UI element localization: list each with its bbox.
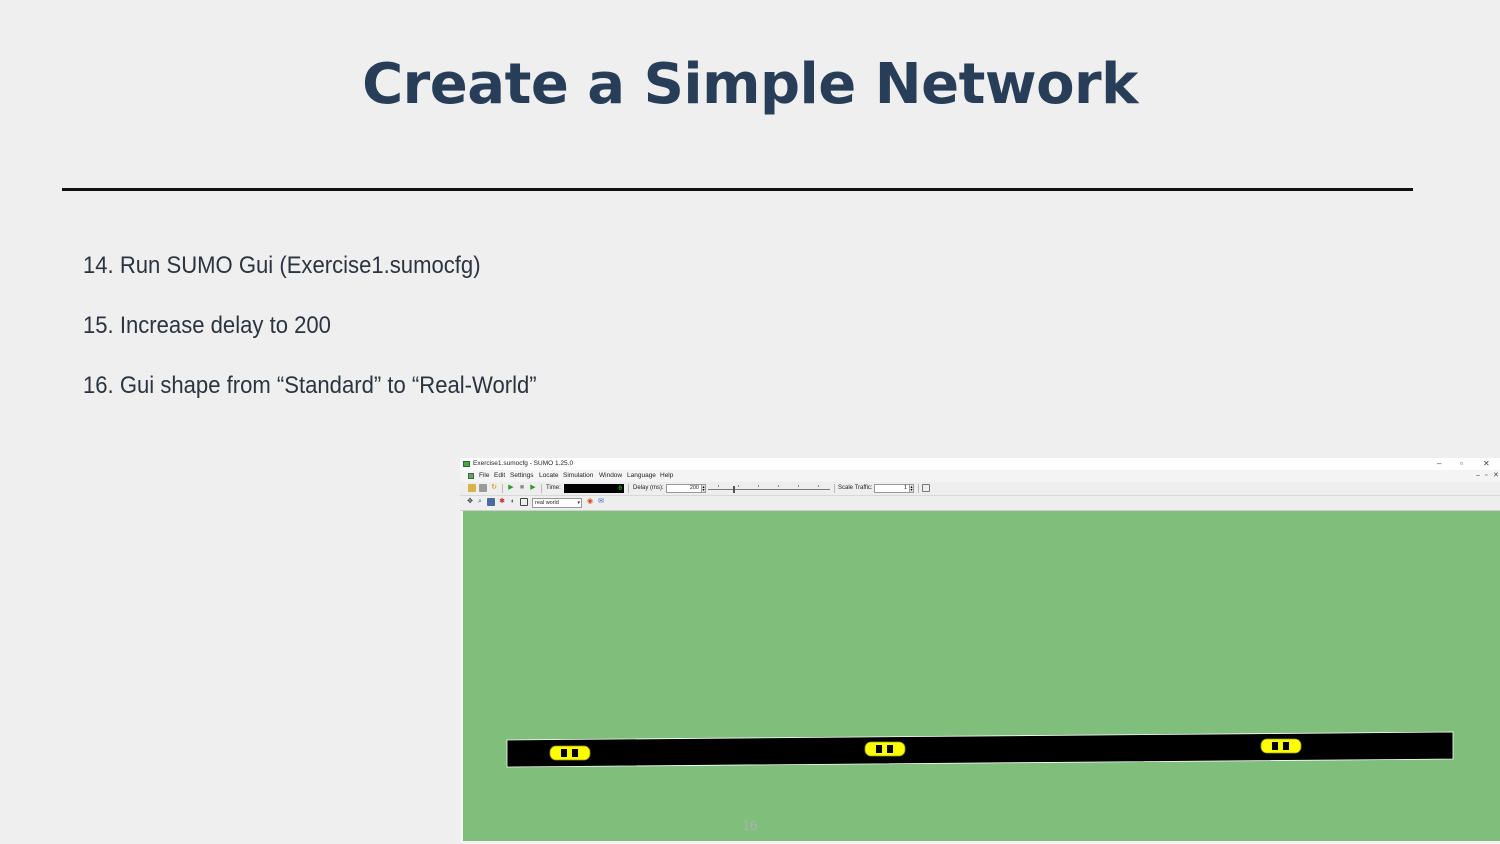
toolbar-separator bbox=[502, 484, 503, 493]
step-icon[interactable]: ▶ bbox=[530, 484, 536, 491]
sumo-window: Exercise1.sumocfg - SUMO 1.25.0 – ▫ ✕ Fi… bbox=[460, 458, 1500, 844]
sumo-app-icon bbox=[463, 461, 470, 467]
menubar: File Edit Settings Locate Simulation Win… bbox=[460, 470, 1500, 482]
simulation-toolbar: ↻ ▶ ■ ▶ Time: 0 Delay (ms): 200 ▴▾ Scale… bbox=[460, 482, 1500, 496]
delay-label: Delay (ms): bbox=[633, 485, 664, 491]
mdi-minimize-icon[interactable]: – bbox=[1476, 472, 1480, 479]
step-item: 15. Increase delay to 200 bbox=[83, 312, 331, 339]
slider-thumb[interactable] bbox=[733, 486, 735, 493]
recenter-icon[interactable]: ✥ bbox=[467, 498, 473, 505]
slider-track bbox=[708, 489, 830, 490]
title-divider bbox=[62, 188, 1413, 191]
step-item: 16. Gui shape from “Standard” to “Real-W… bbox=[83, 372, 537, 399]
menu-file[interactable]: File bbox=[479, 472, 490, 479]
delay-slider[interactable] bbox=[708, 485, 830, 493]
mdi-restore-icon[interactable]: ▫ bbox=[1485, 472, 1488, 479]
step-item: 14. Run SUMO Gui (Exercise1.sumocfg) bbox=[83, 252, 481, 279]
slider-tick bbox=[738, 485, 739, 487]
color-scheme-value: real world bbox=[535, 500, 559, 506]
toolbar-separator bbox=[918, 484, 919, 493]
locate-junction-icon[interactable] bbox=[487, 498, 495, 506]
scale-traffic-input[interactable]: 1 bbox=[874, 484, 914, 493]
vehicle bbox=[1260, 738, 1302, 754]
screenshot-icon[interactable] bbox=[922, 484, 930, 492]
close-icon[interactable]: ✕ bbox=[1483, 459, 1490, 468]
zoom-icon[interactable]: ⌕ bbox=[478, 498, 482, 505]
slider-tick bbox=[718, 485, 719, 487]
menu-help[interactable]: Help bbox=[660, 472, 674, 479]
time-display: 0 bbox=[564, 484, 624, 493]
slider-tick bbox=[758, 485, 759, 487]
toolbar-separator bbox=[834, 484, 835, 493]
chevron-down-icon: ▾ bbox=[577, 500, 580, 506]
steps-list: 14. Run SUMO Gui (Exercise1.sumocfg) 15.… bbox=[83, 248, 576, 428]
delay-input[interactable]: 200 bbox=[666, 484, 706, 493]
menu-edit[interactable]: Edit bbox=[494, 472, 506, 479]
menu-window[interactable]: Window bbox=[599, 472, 623, 479]
locate-vehicle-icon[interactable]: ✱ bbox=[499, 498, 505, 505]
scale-spin-arrows[interactable]: ▴▾ bbox=[909, 484, 914, 493]
simulation-viewport[interactable] bbox=[463, 511, 1500, 841]
edit-breakpoints-icon[interactable]: ✉ bbox=[598, 498, 604, 505]
vehicle bbox=[549, 745, 591, 761]
delay-spin-arrows[interactable]: ▴▾ bbox=[701, 484, 706, 493]
locate-edge-icon[interactable]: ◐ bbox=[510, 498, 516, 505]
page-number: 16 bbox=[742, 817, 758, 833]
slider-tick bbox=[798, 485, 799, 487]
time-label: Time: bbox=[546, 485, 561, 491]
menu-locate[interactable]: Locate bbox=[539, 472, 559, 479]
network-canvas bbox=[506, 731, 1454, 768]
color-scheme-select[interactable]: real world ▾ bbox=[532, 498, 582, 508]
vehicle bbox=[864, 741, 906, 757]
slider-tick bbox=[778, 485, 779, 487]
toolbar-separator bbox=[628, 484, 629, 493]
window-titlebar: Exercise1.sumocfg - SUMO 1.25.0 – ▫ ✕ bbox=[460, 458, 1500, 470]
maximize-icon[interactable]: ▫ bbox=[1460, 459, 1463, 468]
mdi-close-icon[interactable]: ✕ bbox=[1493, 472, 1499, 479]
minimize-icon[interactable]: – bbox=[1437, 459, 1442, 468]
edit-coloring-icon[interactable]: ◉ bbox=[586, 498, 594, 505]
reload-icon[interactable]: ↻ bbox=[491, 484, 497, 491]
scale-traffic-label: Scale Traffic: bbox=[838, 485, 873, 491]
run-icon[interactable]: ▶ bbox=[508, 484, 514, 491]
open-network-icon[interactable] bbox=[479, 484, 487, 492]
locate-poi-icon[interactable] bbox=[520, 498, 528, 506]
menu-language[interactable]: Language bbox=[627, 472, 656, 479]
toolbar-separator bbox=[541, 484, 542, 493]
menu-settings[interactable]: Settings bbox=[510, 472, 534, 479]
stop-icon[interactable]: ■ bbox=[519, 484, 525, 491]
slider-tick bbox=[818, 485, 819, 487]
view-toolbar: ✥ ⌕ ✱ ◐ real world ▾ ◉ ✉ bbox=[460, 496, 1500, 511]
road-edge bbox=[506, 731, 1454, 768]
menu-simulation[interactable]: Simulation bbox=[563, 472, 594, 479]
open-config-icon[interactable] bbox=[468, 484, 476, 492]
slide-title: Create a Simple Network bbox=[362, 52, 1138, 117]
document-icon bbox=[468, 473, 474, 479]
window-title: Exercise1.sumocfg - SUMO 1.25.0 bbox=[473, 460, 574, 467]
